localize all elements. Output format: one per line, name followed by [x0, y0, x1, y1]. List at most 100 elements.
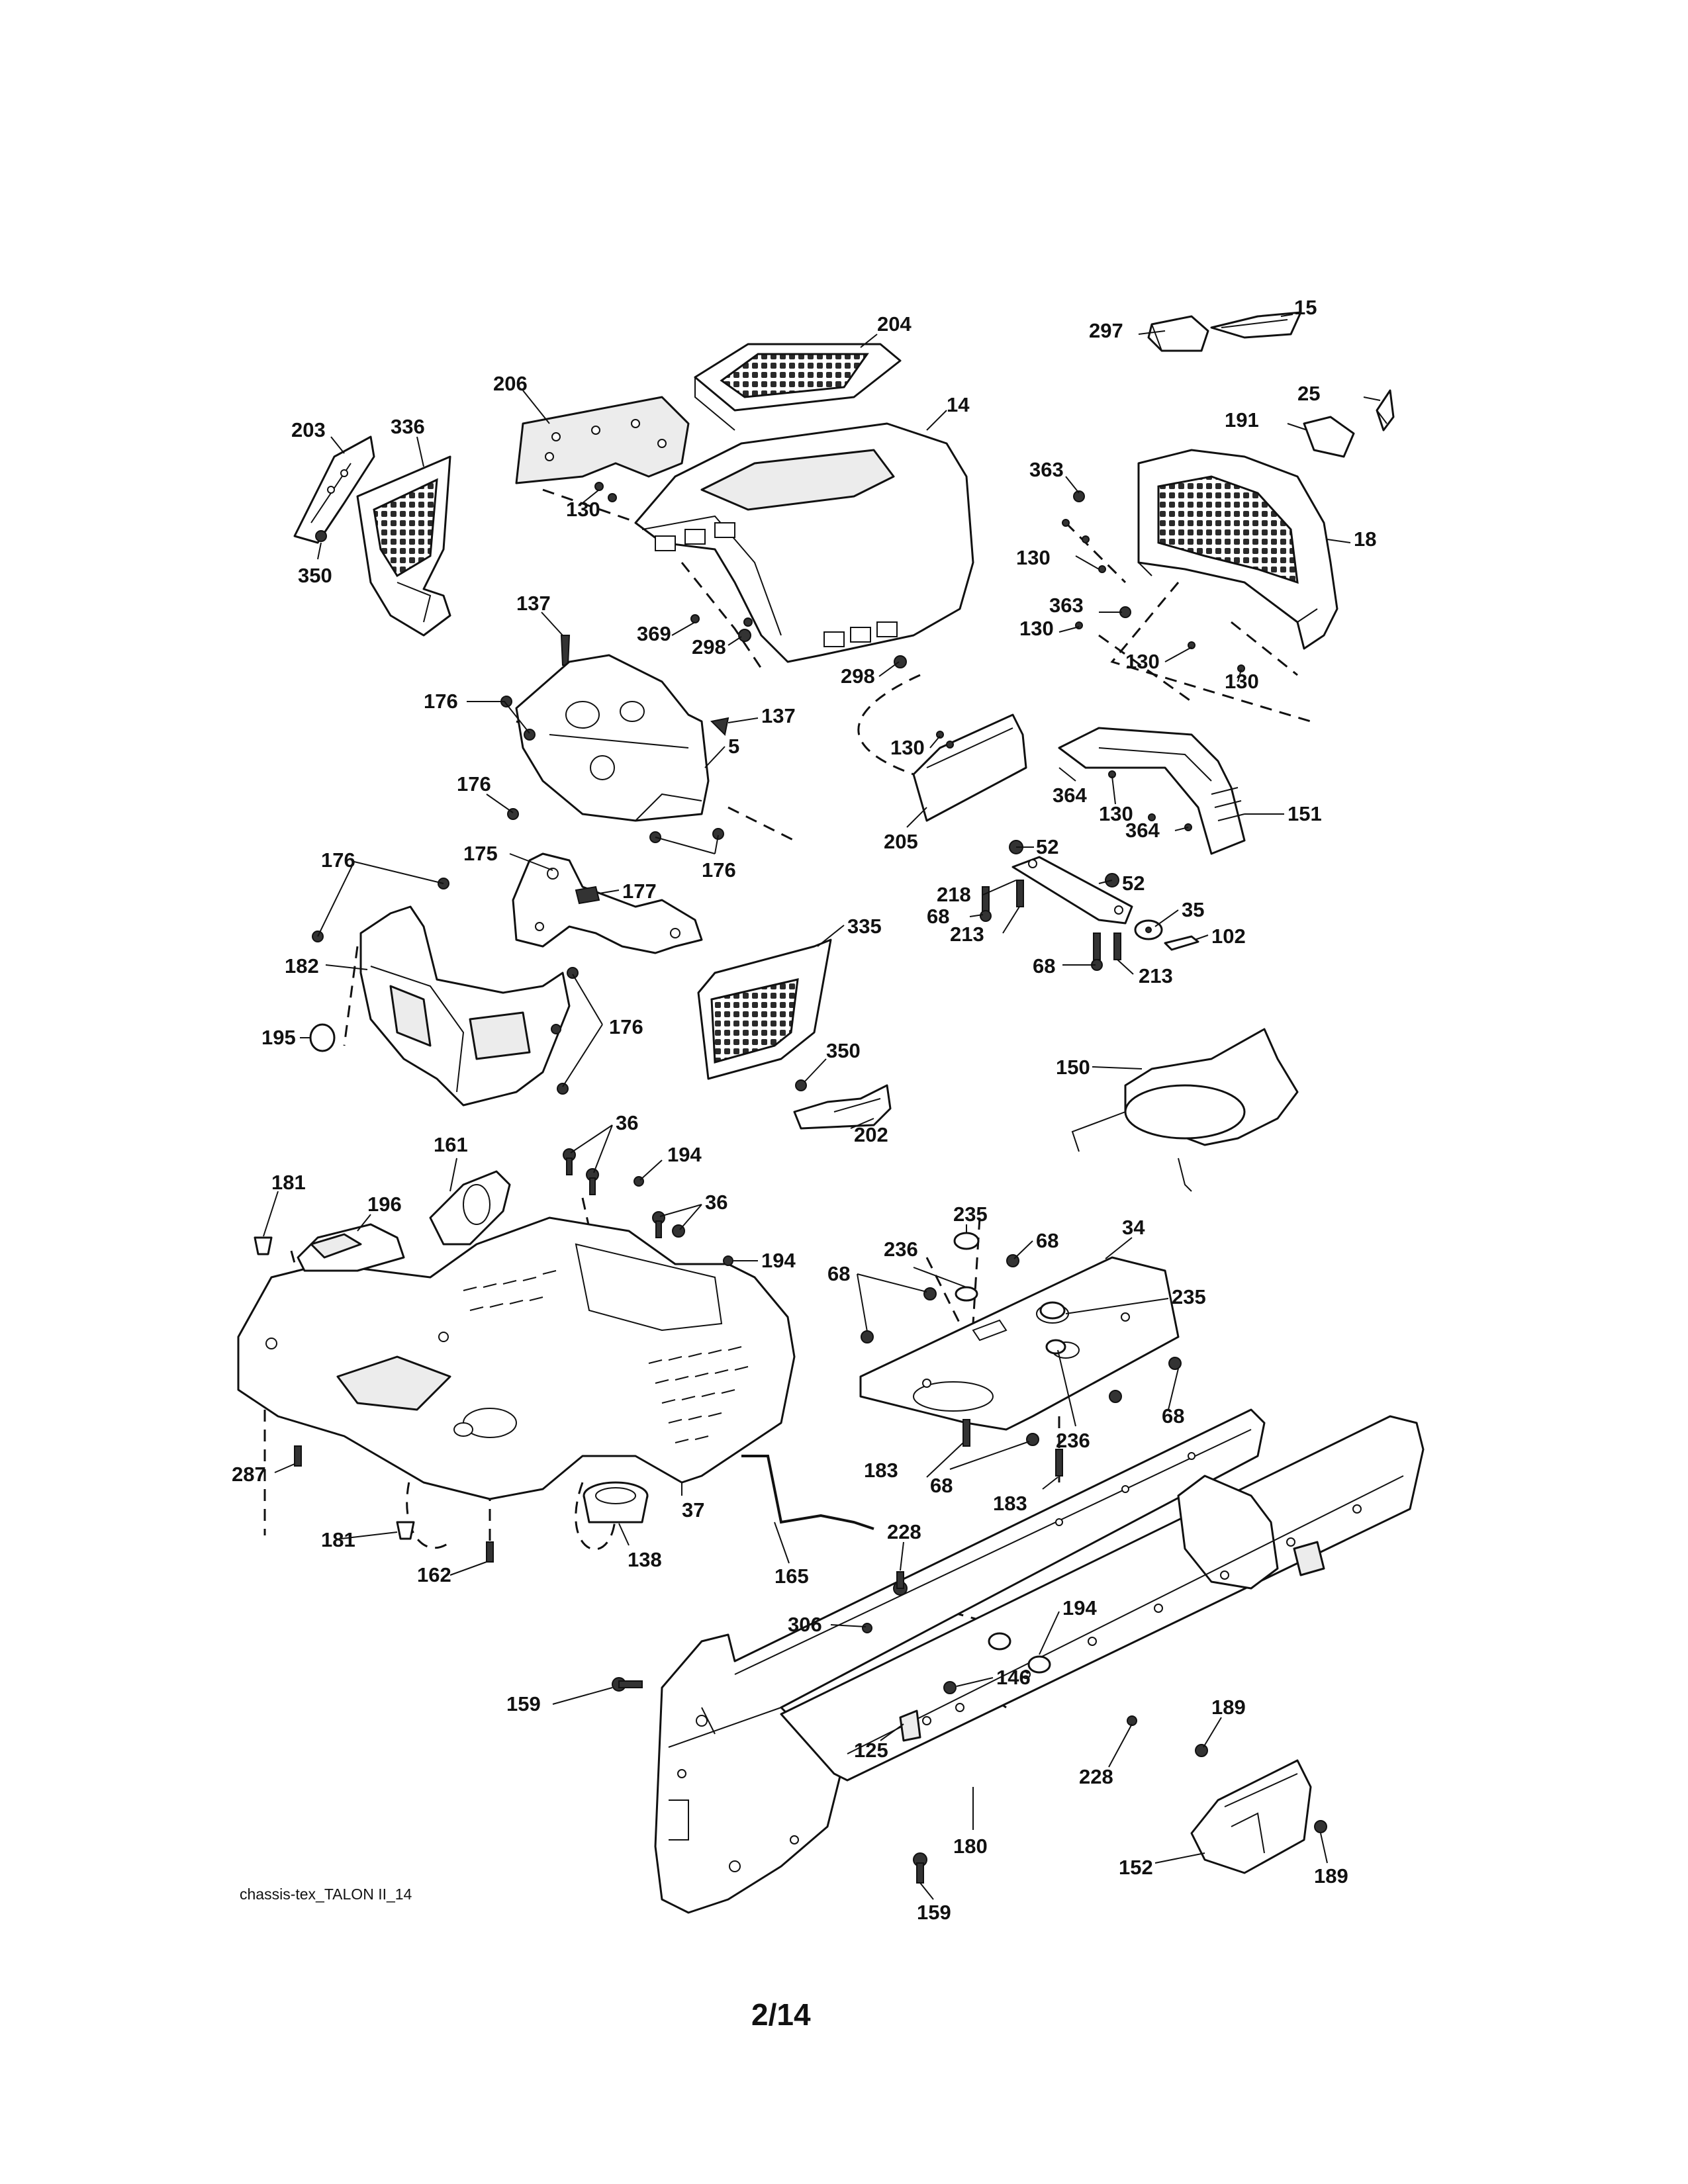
fender-vent-slots — [463, 1270, 749, 1443]
part-138-grommet — [583, 1481, 649, 1524]
callout-218: 218 — [937, 883, 971, 906]
callout-176-lower-dash-right: 176 — [609, 1015, 643, 1038]
callout-68-upper: 68 — [927, 905, 949, 928]
callout-137-lower: 137 — [761, 704, 796, 727]
callout-152: 152 — [1119, 1856, 1153, 1879]
callout-235-upper: 235 — [953, 1203, 988, 1226]
callout-159-left: 159 — [506, 1692, 541, 1715]
hardware-frame-fasteners — [612, 1571, 1137, 1884]
part-35-washer — [1134, 919, 1163, 940]
part-177-clip — [575, 886, 600, 905]
part-37-fender — [237, 1216, 796, 1500]
part-218-bracket — [1011, 856, 1133, 925]
callout-146: 146 — [996, 1666, 1031, 1689]
callout-363-upper: 363 — [1029, 458, 1064, 481]
part-195-plug — [309, 1023, 336, 1052]
callout-213-lower: 213 — [1139, 964, 1173, 987]
callout-165: 165 — [774, 1565, 809, 1588]
callout-181-lower: 181 — [321, 1528, 355, 1551]
callout-159-bottom: 159 — [917, 1901, 951, 1924]
part-191-bracket — [1303, 416, 1355, 458]
callout-194-middle: 194 — [761, 1249, 796, 1272]
callout-130-hood: 130 — [566, 498, 600, 521]
part-34-mounting-plate — [859, 1256, 1180, 1431]
callout-labels: 204 14 15 297 25 191 206 203 336 350 130… — [232, 296, 1376, 1924]
callout-137-upper: 137 — [516, 592, 551, 615]
callout-138: 138 — [628, 1548, 662, 1571]
callout-196: 196 — [367, 1193, 402, 1216]
callout-102: 102 — [1211, 925, 1246, 948]
callout-189-upper: 189 — [1211, 1696, 1246, 1719]
part-297-bracket — [1147, 315, 1209, 352]
part-102-pin — [1164, 935, 1199, 951]
callout-34: 34 — [1122, 1216, 1145, 1239]
callout-236-lower: 236 — [1056, 1429, 1090, 1452]
callout-228-upper: 228 — [887, 1520, 921, 1543]
fastener-350-upper — [315, 530, 327, 542]
callout-228-lower: 228 — [1079, 1765, 1113, 1788]
callout-176-dash-upper: 176 — [424, 690, 458, 713]
fasteners-176-dash — [500, 696, 724, 843]
callout-36-upper: 36 — [616, 1111, 638, 1134]
callout-130-grille-left: 130 — [1016, 546, 1051, 569]
callout-176-dash-lower: 176 — [457, 772, 491, 796]
leader-lines — [263, 314, 1381, 1900]
callout-183-left: 183 — [864, 1459, 898, 1482]
part-203-bracket — [293, 435, 375, 544]
callout-18: 18 — [1354, 527, 1376, 551]
callout-52-upper: 52 — [1036, 835, 1058, 858]
callout-25: 25 — [1297, 382, 1320, 405]
callout-191: 191 — [1225, 408, 1259, 432]
part-175-bracket — [512, 852, 703, 954]
callout-130-grille-right: 130 — [1225, 670, 1259, 693]
callout-287: 287 — [232, 1463, 266, 1486]
part-165-rod — [741, 1455, 874, 1530]
callout-68-plate-left: 68 — [827, 1262, 850, 1285]
part-5-dash-panel — [515, 654, 710, 822]
callout-181-upper: 181 — [271, 1171, 306, 1194]
part-335-side-grille — [697, 938, 832, 1080]
callout-335: 335 — [847, 915, 882, 938]
callout-15: 15 — [1294, 296, 1317, 319]
callout-369: 369 — [637, 622, 671, 645]
fasteners-363-130-grille — [1062, 490, 1245, 672]
part-180-frame — [654, 1408, 1425, 1914]
callout-363-lower: 363 — [1049, 594, 1084, 617]
callout-195: 195 — [261, 1026, 296, 1049]
callout-52-lower: 52 — [1122, 872, 1145, 895]
callout-298-right: 298 — [841, 664, 875, 688]
callout-14: 14 — [947, 393, 970, 416]
callout-162: 162 — [417, 1563, 451, 1586]
part-204-top-grille — [694, 343, 902, 431]
part-152-bracket — [1190, 1744, 1327, 1874]
callout-125: 125 — [854, 1739, 888, 1762]
callout-298-left: 298 — [692, 635, 726, 659]
part-18-front-grille — [1137, 449, 1338, 650]
callout-205: 205 — [884, 830, 918, 853]
callout-68-plate-bottom: 68 — [930, 1474, 953, 1497]
callout-194-lower: 194 — [1062, 1596, 1097, 1619]
callout-175: 175 — [463, 842, 498, 865]
callout-297: 297 — [1089, 319, 1123, 342]
part-150-shroud — [1071, 1028, 1299, 1192]
callout-161: 161 — [434, 1133, 468, 1156]
callout-68-plate-top: 68 — [1036, 1229, 1058, 1252]
fasteners-369-298-hood — [690, 614, 907, 668]
fasteners-364-130-bracket — [1108, 770, 1192, 831]
callout-189-lower: 189 — [1314, 1864, 1348, 1888]
part-196-plate — [297, 1223, 405, 1272]
callout-235-lower: 235 — [1172, 1285, 1206, 1308]
part-182-lower-dash — [359, 905, 571, 1107]
callout-176-dash-bottom: 176 — [702, 858, 736, 882]
callout-177: 177 — [622, 880, 657, 903]
callout-194-upper: 194 — [667, 1143, 702, 1166]
callout-68-lower: 68 — [1033, 954, 1055, 978]
callout-130-grille-center: 130 — [1125, 650, 1160, 673]
callout-151: 151 — [1288, 802, 1322, 825]
part-151-bracket — [1058, 727, 1246, 855]
callout-150: 150 — [1056, 1056, 1090, 1079]
callout-35: 35 — [1182, 898, 1204, 921]
part-161-grommet — [429, 1170, 511, 1246]
callout-5: 5 — [728, 735, 739, 758]
